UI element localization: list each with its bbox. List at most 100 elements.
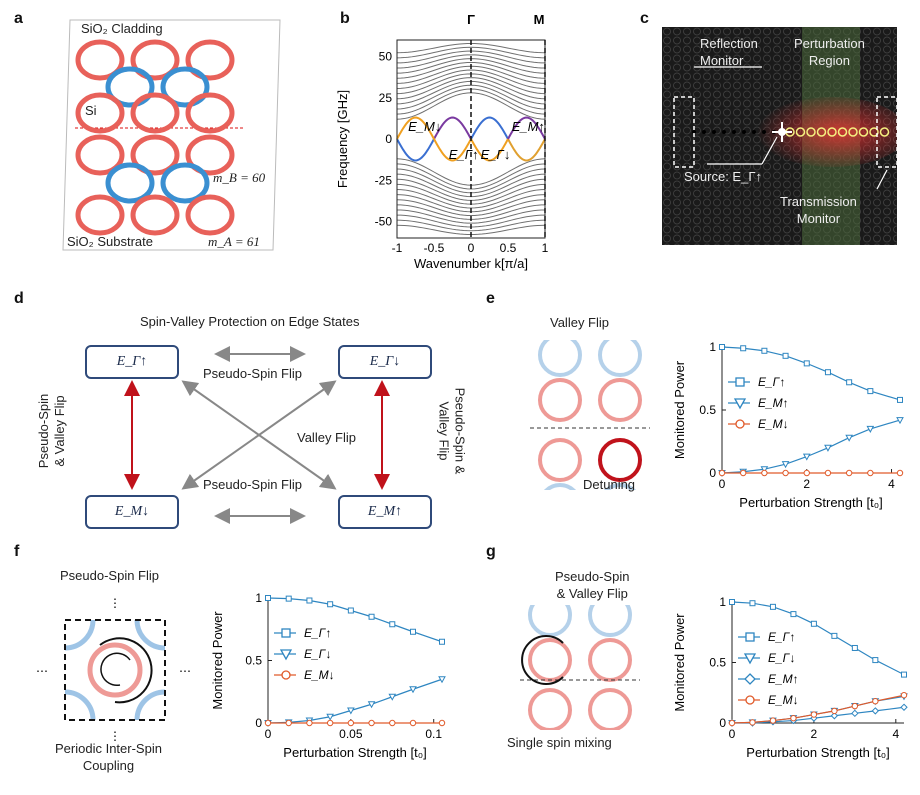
data-point — [265, 595, 271, 601]
bulk-band — [396, 178, 546, 201]
legend-marker — [745, 695, 755, 705]
data-point — [410, 628, 416, 635]
blue-ring — [588, 593, 632, 637]
top-pseudo-spin-flip: Pseudo-Spin Flip — [203, 366, 302, 381]
ring — [538, 378, 582, 422]
ring — [185, 194, 235, 236]
data-point — [729, 599, 735, 605]
data-point — [761, 469, 768, 477]
waveguide-ring-dark — [722, 130, 726, 134]
y-axis-label: Frequency [GHz] — [335, 90, 350, 188]
waveguide-ring — [816, 127, 827, 137]
waveguide-ring-dark — [742, 130, 746, 134]
waveguide-ring — [795, 127, 806, 137]
data-point — [409, 719, 417, 727]
blue-ring — [538, 483, 582, 527]
legend-label: E_Γ↓ — [304, 647, 332, 661]
detuned-ring — [598, 438, 642, 482]
data-point — [824, 469, 832, 477]
waveguide-ring-dark — [702, 130, 706, 134]
left-pseudo-spin-valley: Pseudo-Spin & Valley Flip — [36, 393, 68, 469]
data-point — [790, 714, 797, 722]
panel-a-device: SiO₂ Cladding Si m_B = 60 SiO₂ Substrate… — [55, 15, 285, 260]
x-tick-label: 0 — [729, 727, 736, 741]
data-point — [790, 611, 797, 618]
data-point — [901, 671, 907, 678]
legend-label: E_Γ↑ — [768, 630, 796, 644]
data-point — [802, 453, 811, 461]
edge-state-gamma-up — [396, 116, 435, 140]
bulk-band — [396, 219, 546, 232]
legend-label: E_M↑ — [768, 672, 799, 686]
legend-label: E_Γ↑ — [758, 375, 786, 389]
data-point — [347, 607, 354, 614]
x-axis-label: Perturbation Strength [t₀] — [283, 745, 426, 760]
ring-lattice-illustration — [62, 19, 281, 251]
y-axis-label: Monitored Power — [672, 613, 687, 712]
data-point — [740, 345, 747, 352]
mb-label: m_B = 60 — [213, 170, 266, 185]
y-tick-label: 0 — [719, 716, 726, 730]
panel-c-field-simulation: Reflection Monitor Perturbation Region S… — [662, 27, 897, 245]
data-point — [872, 657, 879, 664]
dots-top: ⋮ — [109, 596, 121, 610]
panel-label-f: f — [14, 543, 20, 560]
data-point — [347, 719, 355, 727]
unit-cell-box — [64, 619, 166, 721]
data-point — [306, 597, 313, 604]
waveguide-ring-dark — [752, 130, 756, 134]
data-point — [782, 352, 789, 359]
ring — [75, 134, 125, 176]
data-point — [824, 444, 832, 452]
data-point — [845, 434, 853, 442]
data-point — [439, 638, 445, 645]
data-point — [326, 713, 334, 721]
data-point — [388, 693, 397, 701]
edge-annotation: E_Γ↓ — [481, 147, 511, 162]
legend-label: E_M↓ — [768, 693, 799, 707]
panel-d-protection-diagram: Spin-Valley Protection on Edge States E_… — [36, 310, 480, 530]
edge-state-m-down-r — [470, 116, 509, 140]
edge-state-gamma-down-r — [507, 116, 546, 140]
pseudo-spin-flip-ring: ⋮⋯⋯⋮ — [30, 589, 200, 751]
blue-ring — [538, 333, 582, 377]
legend-label: E_M↓ — [304, 668, 335, 682]
y-tick-label: 1 — [719, 595, 726, 609]
x-tick-label: 2 — [803, 477, 810, 491]
f-caption: Periodic Inter-Spin Coupling — [55, 741, 162, 773]
bulk-band — [396, 54, 546, 69]
bulk-band — [396, 188, 546, 209]
ring — [130, 134, 180, 176]
data-point — [851, 644, 858, 651]
x-tick-label: 0 — [719, 477, 726, 491]
x-tick-label: 4 — [892, 727, 899, 741]
data-point — [749, 600, 756, 607]
f-unitcell-illustration: ⋮⋯⋯⋮ — [30, 589, 200, 751]
legend-label: E_M↑ — [758, 396, 789, 410]
panel-label-d: d — [14, 290, 24, 307]
waveguide-ring-dark — [762, 130, 766, 134]
bulk-band — [396, 199, 546, 217]
ring — [185, 39, 235, 81]
data-point — [900, 703, 908, 711]
center-ring — [87, 642, 143, 698]
x-tick-label: 0 — [468, 241, 475, 255]
state-m-down: E_M↓ — [85, 495, 179, 529]
transition-arrows — [124, 346, 390, 524]
edge-annotation: E_M↑ — [512, 119, 545, 134]
ring — [75, 92, 125, 134]
data-point — [368, 613, 375, 620]
waveguide-ring — [879, 127, 890, 137]
data-point — [438, 676, 446, 684]
data-point — [306, 719, 313, 727]
y-tick-label: -25 — [375, 173, 393, 187]
legend-marker — [281, 628, 291, 638]
protection-title: Spin-Valley Protection on Edge States — [140, 314, 360, 329]
legend-marker — [735, 377, 745, 387]
legend-marker — [744, 673, 756, 685]
